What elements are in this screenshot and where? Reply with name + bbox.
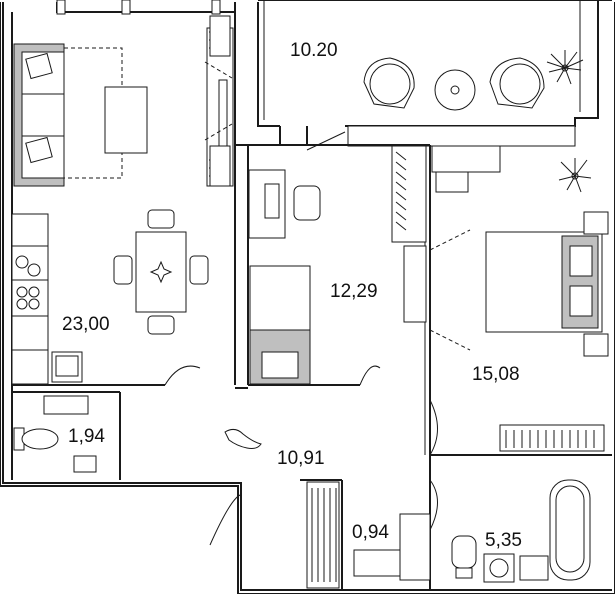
living-window [204, 15, 233, 187]
rug [63, 47, 148, 179]
area-label-study: 12,29 [330, 281, 378, 302]
window-top-left [56, 0, 221, 15]
area-label-bedroom: 15,08 [472, 364, 520, 385]
sofa [13, 43, 65, 187]
bedroom-furniture [429, 145, 609, 452]
toilet-fixtures [13, 395, 97, 473]
balcony-door [279, 126, 346, 151]
dog-icon [224, 428, 262, 449]
area-label-bathroom: 5,35 [485, 530, 522, 551]
plant-icon [558, 158, 592, 193]
area-label-hall: 10,91 [277, 448, 325, 469]
area-label-toilet: 1,94 [68, 426, 105, 447]
area-label-balcony: 10.20 [290, 40, 338, 61]
hall-doors [164, 365, 438, 546]
closet-shelves [306, 481, 431, 589]
study-furniture [248, 169, 321, 385]
flower-icon [149, 260, 173, 284]
dining-table [113, 209, 209, 335]
wardrobe [391, 145, 427, 323]
area-label-closet: 0,94 [352, 522, 389, 543]
area-label-living-kitchen: 23,00 [62, 314, 110, 335]
bathroom-fixtures [451, 479, 591, 583]
balcony [257, 0, 612, 147]
plant-icon [546, 50, 584, 85]
kitchen [11, 213, 83, 385]
